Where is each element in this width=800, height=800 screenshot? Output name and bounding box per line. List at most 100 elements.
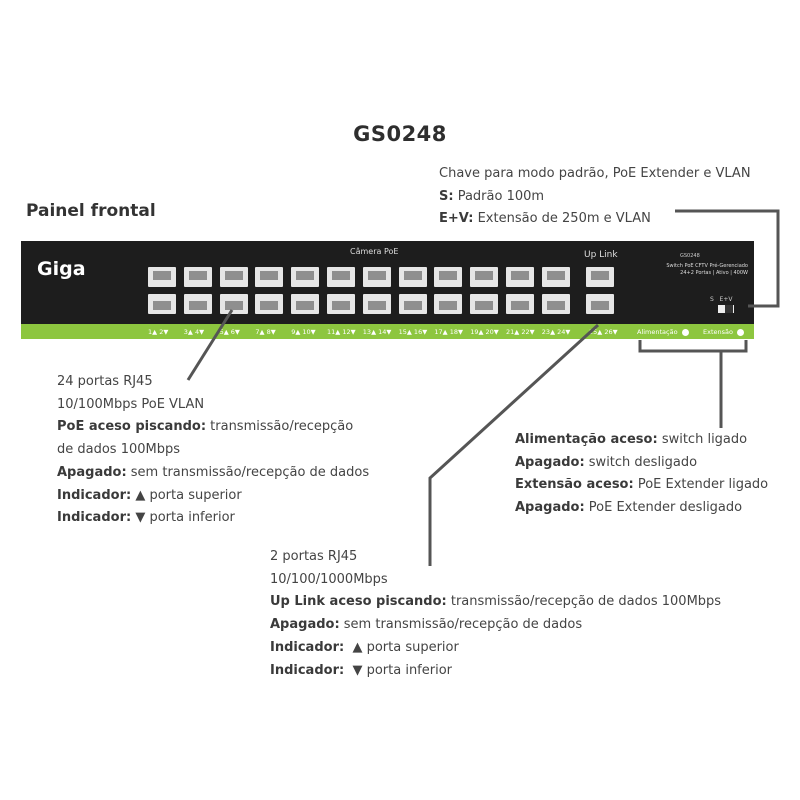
poe-port-bottom <box>506 294 534 314</box>
uplink-ind-down-text: ▼ porta inferior <box>352 662 453 678</box>
ports24-line2: 10/100Mbps PoE VLAN <box>57 396 205 412</box>
mode-key-ev: E+V: Extensão de 250m e VLAN <box>439 208 751 231</box>
poe-port-bottom <box>255 294 284 314</box>
camera-poe-label: Câmera PoE <box>350 247 399 256</box>
poe-port-top <box>398 267 427 287</box>
ports24-blink-text: transmissão/recepção <box>206 419 354 435</box>
mode-key-s-label: S: <box>439 188 454 204</box>
uplink-blink-label: Up Link aceso piscando: <box>270 594 447 610</box>
model-title: GS0248 <box>353 122 447 146</box>
port-number-label: 9▲ 10▼ <box>291 328 316 336</box>
poe-port-bottom <box>291 294 320 314</box>
uplink-off-label: Apagado: <box>270 617 340 633</box>
poe-port-top <box>219 267 248 287</box>
mode-key-s: S: Padrão 100m <box>439 186 751 209</box>
ports24-line1: 24 portas RJ45 <box>57 374 153 389</box>
mode-key-ev-label: E+V: <box>439 211 474 227</box>
port-number-label: 11▲ 12▼ <box>327 328 356 336</box>
leds-power-off-text: switch desligado <box>584 454 698 470</box>
poe-port-top <box>255 267 284 287</box>
poe-port-top <box>148 267 176 287</box>
annotation-uplink: 2 portas RJ45 10/100/1000Mbps Up Link ac… <box>270 546 721 682</box>
leds-ext-off: Apagado: PoE Extender desligado <box>515 497 768 520</box>
ports24-ind-down: Indicador: ▼ porta inferior <box>57 507 369 530</box>
port-number-label: 7▲ 8▼ <box>255 328 276 336</box>
uplink-ind-down-label: Indicador: <box>270 662 345 678</box>
led-indicator-bar <box>21 324 754 339</box>
ports24-off: Apagado: sem transmissão/recepção de dad… <box>57 462 369 485</box>
port-number-label: 1▲ 2▼ <box>148 328 169 336</box>
ports24-blink: PoE aceso piscando: transmissão/recepção <box>57 416 369 439</box>
ports24-blink-2: de dados 100Mbps <box>57 442 181 458</box>
poe-port-top <box>470 267 499 287</box>
uplink-ind-up-label: Indicador: <box>270 639 345 655</box>
leds-ext-on-label: Extensão aceso: <box>515 477 634 493</box>
led-power-icon <box>681 328 689 336</box>
mode-key-s-text: Padrão 100m <box>453 188 545 204</box>
poe-port-top <box>362 267 391 287</box>
led-extend-text: Extensão <box>703 328 733 336</box>
port-number-label: 13▲ 14▼ <box>362 328 392 336</box>
spec-line-1: Switch PoE CFTV Pré-Gerenciado <box>666 263 748 269</box>
uplink-line1: 2 portas RJ45 <box>270 549 358 564</box>
poe-port-bottom <box>362 294 391 314</box>
uplink-port-numbers: 25▲ 26▼ <box>589 328 618 336</box>
poe-port-bottom <box>327 294 355 314</box>
poe-port-top <box>541 267 570 287</box>
poe-port-top <box>434 267 463 287</box>
poe-port-bottom <box>434 294 463 314</box>
uplink-port-25 <box>586 267 614 287</box>
uplink-port-26 <box>586 294 614 314</box>
ports24-ind-up-label: Indicador: <box>57 487 132 503</box>
ports24-ind-up: Indicador: ▲ porta superior <box>57 485 369 508</box>
leader-uplink <box>428 323 600 566</box>
mode-key-ev-text: Extensão de 250m e VLAN <box>473 211 651 227</box>
led-power-legend: Alimentação <box>637 328 689 336</box>
leader-leds-bracket <box>638 340 748 353</box>
mode-key-line1: Chave para modo padrão, PoE Extender e V… <box>439 166 751 181</box>
ports24-ind-down-label: Indicador: <box>57 510 132 526</box>
ports24-off-label: Apagado: <box>57 464 127 480</box>
mode-switch-knob <box>725 305 733 313</box>
poe-port-bottom <box>148 294 176 314</box>
leader-ports24 <box>186 309 234 381</box>
poe-port-top <box>183 267 212 287</box>
ports24-ind-down-text: ▼ porta inferior <box>135 510 235 526</box>
leds-ext-off-text: PoE Extender desligado <box>584 500 743 516</box>
port-number-label: 23▲ 24▼ <box>541 328 571 336</box>
device-model-label: GS0248 <box>680 253 700 259</box>
poe-port-bottom <box>183 294 212 314</box>
uplink-off: Apagado: sem transmissão/recepção de dad… <box>270 614 721 637</box>
port-number-label: 19▲ 20▼ <box>470 328 499 336</box>
uplink-blink-text: transmissão/recepção de dados 100Mbps <box>446 594 722 610</box>
leds-ext-on-text: PoE Extender ligado <box>633 477 769 493</box>
uplink-line2: 10/100/1000Mbps <box>270 571 388 587</box>
port-number-label: 5▲ 6▼ <box>219 328 240 336</box>
poe-port-top <box>506 267 534 287</box>
leds-power-on-label: Alimentação aceso: <box>515 432 658 447</box>
annotation-mode-key: Chave para modo padrão, PoE Extender e V… <box>439 163 751 231</box>
uplink-blink: Up Link aceso piscando: transmissão/rece… <box>270 591 721 614</box>
uplink-off-text: sem transmissão/recepção de dados <box>339 617 583 633</box>
leds-ext-off-label: Apagado: <box>515 500 585 516</box>
led-extend-legend: Extensão <box>703 328 744 336</box>
poe-port-top <box>327 267 355 287</box>
panel-label: Painel frontal <box>26 201 156 221</box>
ports24-blink-label: PoE aceso piscando: <box>57 419 207 435</box>
port-number-label: 17▲ 18▼ <box>434 328 463 336</box>
annotation-ports24: 24 portas RJ45 10/100Mbps PoE VLAN PoE a… <box>57 371 369 530</box>
spec-line-2: 24+2 Portas | Ativo | 400W <box>680 270 748 276</box>
poe-port-bottom <box>398 294 427 314</box>
port-number-label: 3▲ 4▼ <box>183 328 205 336</box>
poe-port-top <box>291 267 320 287</box>
poe-port-bottom <box>219 294 248 314</box>
port-number-label: 15▲ 16▼ <box>398 328 428 336</box>
leader-mode-key <box>675 209 780 308</box>
device-spec-text: Switch PoE CFTV Pré-Gerenciado 24+2 Port… <box>600 263 748 277</box>
port-number-label: 21▲ 22▼ <box>506 328 535 336</box>
uplink-ind-up: Indicador: ▲ porta superior <box>270 637 721 660</box>
led-extend-icon <box>736 328 744 336</box>
mode-switch-label: S E+V <box>710 296 733 303</box>
leds-power-off-label: Apagado: <box>515 454 585 470</box>
